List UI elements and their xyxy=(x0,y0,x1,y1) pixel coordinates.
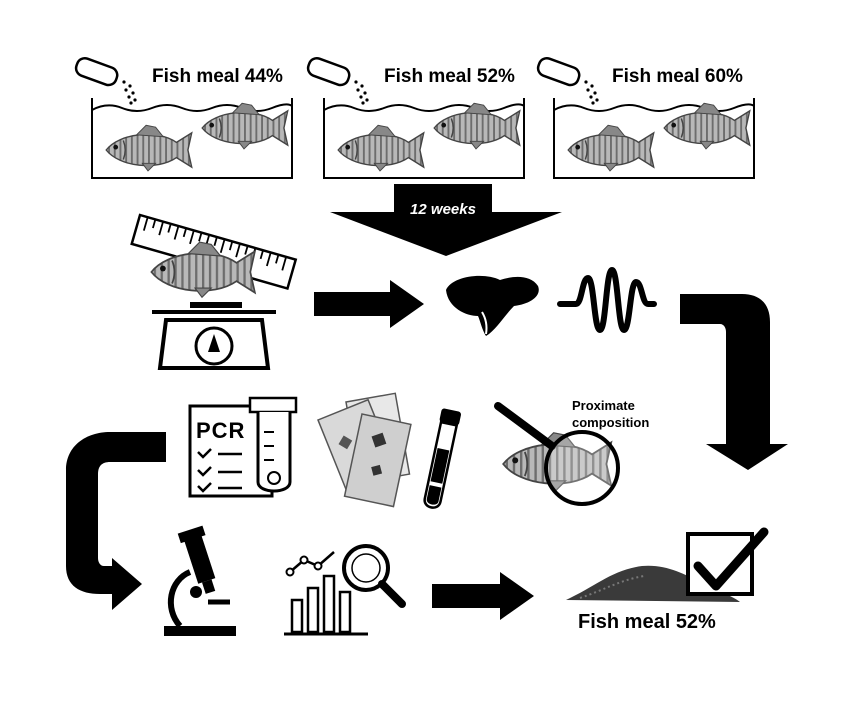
proximate-label-line2: composition xyxy=(572,415,649,430)
fish-icon xyxy=(105,124,193,172)
fish-icon xyxy=(433,102,521,150)
scale-icon xyxy=(152,302,276,370)
pcr-label: PCR xyxy=(196,418,245,443)
magnifier-fish-icon xyxy=(494,402,620,506)
tank-label-44: Fish meal 44% xyxy=(152,66,283,87)
data-analysis-icon xyxy=(284,544,406,636)
fish-icon xyxy=(337,124,425,172)
tank-52: Fish meal 52% xyxy=(304,54,525,179)
curved-arrow-down-icon xyxy=(680,294,788,470)
fish-icon xyxy=(567,124,655,172)
duration-arrow: 12 weeks xyxy=(330,184,562,256)
feed-shaker-icon xyxy=(534,54,600,106)
feed-shaker-icon xyxy=(72,54,138,106)
feed-shaker-icon xyxy=(304,54,370,106)
tank-44: Fish meal 44% xyxy=(72,54,293,179)
pcr-checklist-icon: PCR xyxy=(188,396,298,498)
right-arrow-icon xyxy=(314,280,424,328)
duration-label: 12 weeks xyxy=(410,201,476,218)
checkbox-icon xyxy=(686,527,769,596)
histology-slides-icon xyxy=(317,392,412,508)
proximate-label-line1: Proximate xyxy=(572,398,635,413)
liver-icon xyxy=(446,275,539,336)
right-arrow-icon xyxy=(432,572,534,620)
intestine-icon xyxy=(557,267,657,333)
result-label: Fish meal 52% xyxy=(578,611,716,633)
blood-tube-icon xyxy=(423,408,462,509)
fish-icon xyxy=(663,102,751,150)
tank-label-60: Fish meal 60% xyxy=(612,66,743,87)
curved-arrow-down-left-icon xyxy=(66,432,166,610)
fish-icon xyxy=(201,102,289,150)
tank-label-52: Fish meal 52% xyxy=(384,66,515,87)
tank-60: Fish meal 60% xyxy=(534,54,755,179)
microscope-icon xyxy=(164,525,236,636)
